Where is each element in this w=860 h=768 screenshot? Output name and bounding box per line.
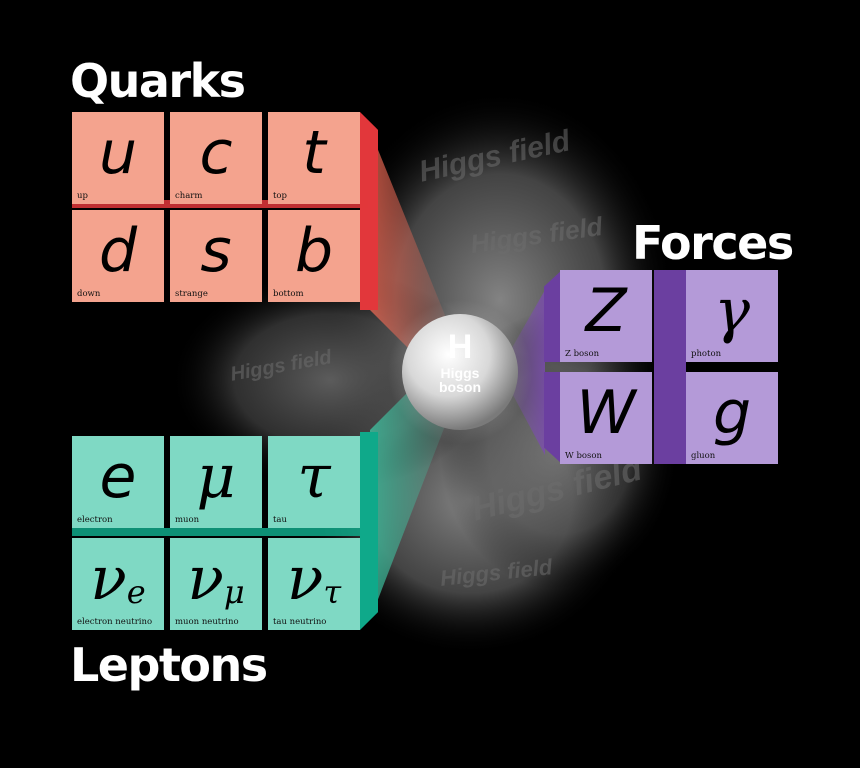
quark-up-name: up <box>77 191 88 201</box>
lepton-muon-neutrino-name: muon neutrino <box>175 617 239 627</box>
lepton-tau-neutrino-symbol: ντ <box>286 544 342 614</box>
leptons-title: Leptons <box>70 638 268 692</box>
force-gluon: g gluon <box>686 372 778 464</box>
quark-top-name: top <box>273 191 287 201</box>
leptons-side-face <box>360 432 378 630</box>
higgs-boson-label: H Higgs boson <box>400 328 520 396</box>
lepton-electron-symbol: e <box>99 442 137 512</box>
quark-charm-symbol: c <box>199 118 233 188</box>
force-w-boson: W W boson <box>560 372 652 464</box>
quark-bottom-symbol: b <box>294 216 334 286</box>
higgs-symbol: H <box>447 328 473 366</box>
quark-up: u up <box>72 112 164 204</box>
lepton-muon-neutrino-symbol: νμ <box>187 544 245 614</box>
quark-strange-symbol: s <box>200 216 232 286</box>
lepton-tau-neutrino: ντ tau neutrino <box>268 538 360 630</box>
higgs-line-1: Higgs <box>440 364 480 381</box>
quark-down: d down <box>72 210 164 302</box>
force-gluon-symbol: g <box>712 378 752 448</box>
lepton-muon-symbol: μ <box>196 442 236 512</box>
lepton-muon: μ muon <box>170 436 262 528</box>
lepton-electron-name: electron <box>77 515 113 525</box>
lepton-muon-neutrino: νμ muon neutrino <box>170 538 262 630</box>
forces-middle-side <box>654 270 686 464</box>
quark-top-symbol: t <box>302 118 326 188</box>
lepton-electron-neutrino-name: electron neutrino <box>77 617 153 627</box>
quark-down-symbol: d <box>98 216 138 286</box>
leptons-divider <box>72 528 368 536</box>
quark-strange: s strange <box>170 210 262 302</box>
force-z-name: Z boson <box>565 349 600 359</box>
higgs-boson-sphere <box>402 314 518 430</box>
force-photon-symbol: γ <box>714 276 750 346</box>
force-w-name: W boson <box>565 451 602 461</box>
lepton-tau: τ tau <box>268 436 360 528</box>
quark-strange-name: strange <box>175 289 208 299</box>
force-photon-name: photon <box>691 349 722 359</box>
quarks-title: Quarks <box>70 54 246 108</box>
quarks-side-face <box>360 112 378 310</box>
quark-top: t top <box>268 112 360 204</box>
force-z-side <box>544 270 562 362</box>
higgs-line-2: boson <box>439 379 481 396</box>
lepton-electron-neutrino-symbol: νe <box>90 544 146 614</box>
quark-charm-name: charm <box>175 191 203 201</box>
force-w-symbol: W <box>576 378 636 448</box>
force-gluon-name: gluon <box>691 451 716 461</box>
forces-title: Forces <box>632 216 794 270</box>
force-z-symbol: Z <box>585 276 627 346</box>
lepton-tau-neutrino-name: tau neutrino <box>273 617 327 627</box>
lepton-electron-neutrino: νe electron neutrino <box>72 538 164 630</box>
lepton-tau-symbol: τ <box>297 442 331 512</box>
force-z-boson: Z Z boson <box>560 270 652 362</box>
force-photon: γ photon <box>686 270 778 362</box>
force-w-side <box>544 372 562 464</box>
quark-charm: c charm <box>170 112 262 204</box>
lepton-tau-name: tau <box>273 515 287 525</box>
quark-up-symbol: u <box>98 118 138 188</box>
lepton-muon-name: muon <box>175 515 200 525</box>
quark-bottom: b bottom <box>268 210 360 302</box>
quarks-divider <box>72 200 368 208</box>
quark-down-name: down <box>77 289 101 299</box>
lepton-electron: e electron <box>72 436 164 528</box>
quark-bottom-name: bottom <box>273 289 304 299</box>
